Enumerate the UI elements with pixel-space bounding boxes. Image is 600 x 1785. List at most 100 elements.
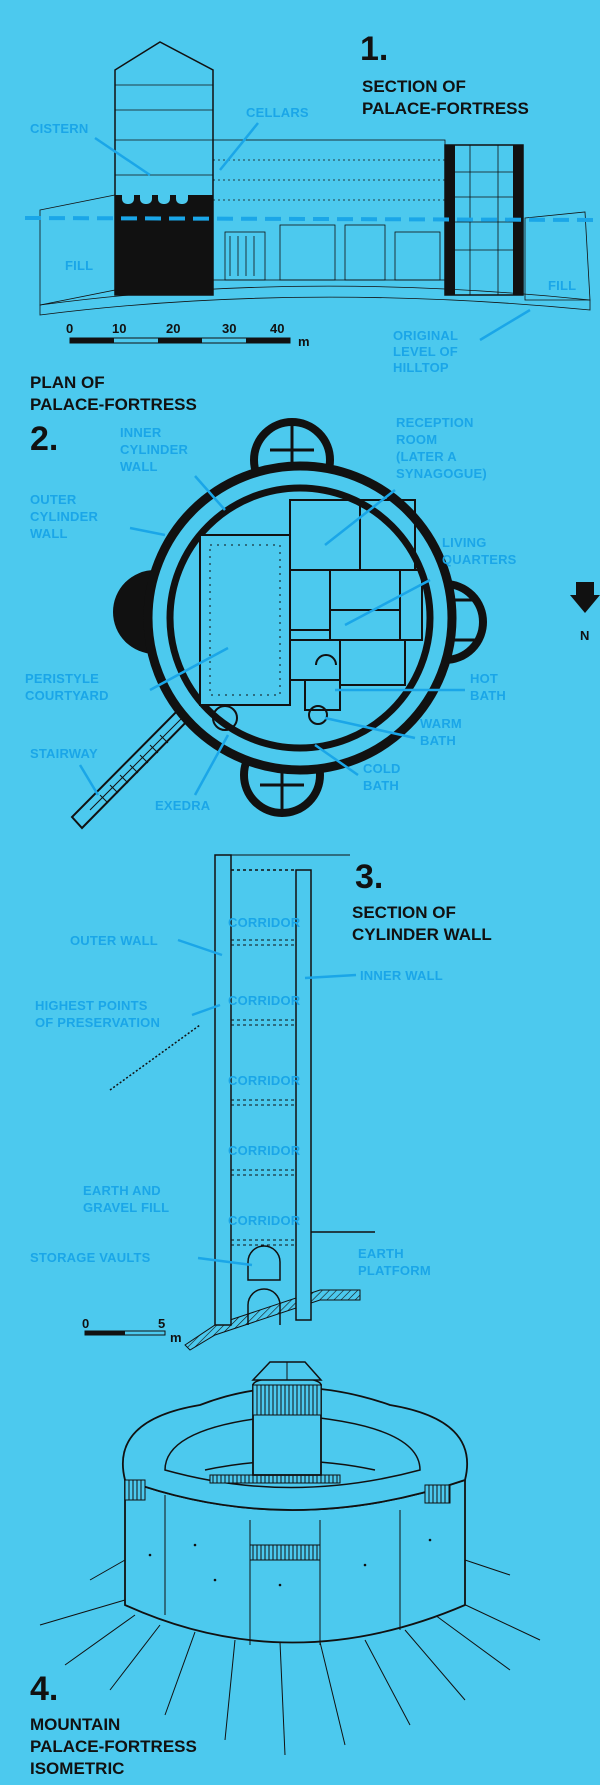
slope-lines bbox=[39, 1559, 541, 1756]
label-outer-wall: OUTER WALL bbox=[70, 933, 158, 948]
wall-vertical-lines bbox=[164, 1495, 401, 1645]
label-reception-3: (LATER A bbox=[396, 449, 457, 464]
cellars-block bbox=[212, 139, 446, 281]
leader-warm-bath bbox=[324, 716, 416, 740]
label-original-level-3: HILLTOP bbox=[393, 360, 449, 375]
section-4-title-line-3: ISOMETRIC bbox=[30, 1759, 124, 1778]
cellars-dotted-rows bbox=[213, 159, 445, 201]
scale-1-tick-40: 40 bbox=[270, 321, 284, 336]
section-1-title-line-2: PALACE-FORTRESS bbox=[362, 99, 529, 118]
section-2-plan: PLAN OF PALACE-FORTRESS 2. bbox=[25, 373, 600, 830]
leader-stairway bbox=[78, 764, 100, 796]
section-4-number: 4. bbox=[30, 1670, 58, 1708]
scale-1-tick-20: 20 bbox=[166, 321, 180, 336]
leader-living bbox=[344, 578, 431, 627]
cellars-lower-rooms bbox=[224, 224, 441, 281]
section-1-scale-bar bbox=[69, 337, 291, 344]
leader-cold-bath bbox=[314, 743, 359, 777]
label-warm-bath-2: BATH bbox=[420, 733, 456, 748]
inner-wall-drawing bbox=[295, 869, 312, 1321]
peristyle-courtyard bbox=[199, 534, 291, 706]
ground-slope bbox=[184, 1289, 361, 1351]
earlier-slope-line bbox=[109, 1024, 201, 1091]
section-3-title-line-1: SECTION OF bbox=[352, 903, 456, 922]
label-cold-bath-1: COLD bbox=[363, 761, 401, 776]
label-inner-cylinder-3: WALL bbox=[120, 459, 158, 474]
label-earth-platform-2: PLATFORM bbox=[358, 1263, 431, 1278]
leader-storage-vaults bbox=[197, 1256, 253, 1267]
right-building-wall bbox=[445, 145, 455, 295]
label-fill-left: FILL bbox=[65, 258, 93, 273]
section-1-number: 1. bbox=[360, 30, 388, 68]
hot-bath-apse bbox=[315, 654, 337, 666]
label-highest-points-1: HIGHEST POINTS bbox=[35, 998, 148, 1013]
leader-highest-points bbox=[191, 1003, 221, 1017]
leader-cistern bbox=[94, 136, 151, 177]
label-storage-vaults: STORAGE VAULTS bbox=[30, 1250, 151, 1265]
label-earth-gravel-1: EARTH AND bbox=[83, 1183, 161, 1198]
label-inner-cylinder-2: CYLINDER bbox=[120, 442, 188, 457]
section-3-scale-bar bbox=[84, 1330, 166, 1336]
label-peristyle-2: COURTYARD bbox=[25, 688, 109, 703]
label-outer-cylinder-2: CYLINDER bbox=[30, 509, 98, 524]
label-cistern: CISTERN bbox=[30, 121, 88, 136]
label-corridor-2: CORRIDOR bbox=[228, 993, 301, 1008]
ground-hatch bbox=[39, 285, 591, 316]
leader-reception bbox=[324, 489, 396, 546]
section-2-title-line-1: PLAN OF bbox=[30, 373, 105, 392]
apse-west-railing bbox=[124, 1479, 146, 1501]
label-corridor-5: CORRIDOR bbox=[228, 1213, 301, 1228]
scale-1-tick-10: 10 bbox=[112, 321, 126, 336]
scale-1-tick-0: 0 bbox=[66, 321, 73, 336]
label-reception-4: SYNAGOGUE) bbox=[396, 466, 487, 481]
storage-vault-upper bbox=[247, 1245, 281, 1281]
fill-left-area bbox=[39, 194, 116, 306]
label-fill-right: FILL bbox=[548, 278, 576, 293]
label-reception-2: ROOM bbox=[396, 432, 437, 447]
label-hot-bath-2: BATH bbox=[470, 688, 506, 703]
label-cellars: CELLARS bbox=[246, 105, 309, 120]
label-corridor-4: CORRIDOR bbox=[228, 1143, 301, 1158]
label-outer-cylinder-3: WALL bbox=[30, 526, 68, 541]
wall-dots bbox=[148, 1538, 432, 1587]
leader-peristyle bbox=[149, 646, 229, 692]
north-label: N bbox=[580, 628, 589, 643]
scale-3-unit: m bbox=[170, 1330, 182, 1345]
central-tower-colonnade bbox=[252, 1384, 322, 1416]
inner-ring-railing bbox=[209, 1474, 341, 1484]
exedra-room bbox=[212, 705, 238, 731]
tower-cross-walls bbox=[260, 425, 480, 810]
section-1-palace-fortress-section: 1. SECTION OF PALACE-FORTRESS bbox=[24, 30, 599, 375]
living-quarters-rooms bbox=[289, 499, 423, 711]
section-4-isometric: 4. MOUNTAIN PALACE-FORTRESS ISOMETRIC bbox=[30, 1361, 541, 1778]
section-3-number: 3. bbox=[355, 858, 383, 896]
corridor-floors bbox=[231, 939, 296, 1246]
label-hot-bath-1: HOT bbox=[470, 671, 498, 686]
section-2-title-line-2: PALACE-FORTRESS bbox=[30, 395, 197, 414]
label-inner-wall: INNER WALL bbox=[360, 968, 443, 983]
label-cold-bath-2: BATH bbox=[363, 778, 399, 793]
section-3-title-line-2: CYLINDER WALL bbox=[352, 925, 492, 944]
leader-exedra bbox=[193, 734, 230, 796]
scale-1-unit: m bbox=[298, 334, 310, 349]
scale-3-tick-0: 0 bbox=[82, 1316, 89, 1331]
cistern-arches bbox=[122, 190, 188, 204]
label-earth-platform-1: EARTH bbox=[358, 1246, 404, 1261]
label-warm-bath-1: WARM bbox=[420, 716, 462, 731]
label-peristyle-1: PERISTYLE bbox=[25, 671, 99, 686]
warm-bath-room bbox=[308, 705, 328, 725]
label-outer-cylinder-1: OUTER bbox=[30, 492, 77, 507]
leader-inner-cylinder bbox=[194, 475, 226, 511]
section-1-title-line-1: SECTION OF bbox=[362, 77, 466, 96]
scale-3-tick-5: 5 bbox=[158, 1316, 165, 1331]
label-highest-points-2: OF PRESERVATION bbox=[35, 1015, 160, 1030]
section-4-title-line-2: PALACE-FORTRESS bbox=[30, 1737, 197, 1756]
label-inner-cylinder-1: INNER bbox=[120, 425, 162, 440]
peristyle-colonnade bbox=[209, 544, 281, 696]
label-corridor-1: CORRIDOR bbox=[228, 915, 301, 930]
label-original-level-1: ORIGINAL bbox=[393, 328, 458, 343]
leader-cellars bbox=[219, 122, 259, 171]
label-living-2: QUARTERS bbox=[442, 552, 517, 567]
storage-vault-lower bbox=[247, 1288, 281, 1325]
